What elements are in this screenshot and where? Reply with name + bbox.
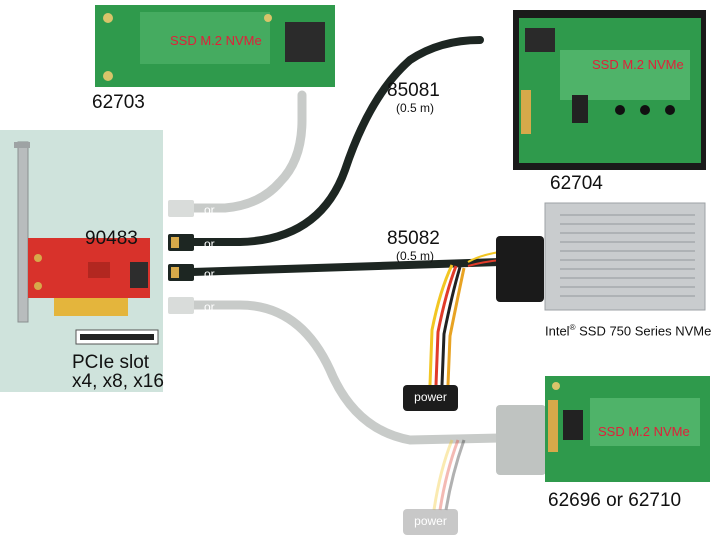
faded-cable-to-62703: [187, 90, 307, 213]
intel-ssd-drive: [544, 202, 706, 311]
u2-connector: [496, 236, 544, 302]
adapter-62704-code: 62704: [550, 173, 603, 194]
adapter-62703-board: [95, 5, 335, 87]
cable-85081: [188, 36, 484, 246]
cable-plugs: [168, 200, 194, 314]
pcie-slot-caption-line1: PCIe slot: [72, 352, 150, 373]
power-connector-top: [403, 385, 458, 411]
cable-85082: [188, 258, 504, 276]
pcie-card-board: [28, 238, 150, 316]
intel-ssd-caption: Intel® SSD 750 Series NVMe: [545, 323, 711, 338]
faded-u2-connector: [496, 405, 546, 475]
adapter-62704-board: [513, 10, 706, 170]
adapter-62696-code: 62696 or 62710: [548, 490, 682, 511]
adapter-62704-slot-text: SSD M.2 NVMe: [592, 57, 684, 72]
adapter-62703-slot-text: SSD M.2 NVMe: [170, 33, 262, 48]
adapter-62703-code: 62703: [92, 92, 145, 113]
or-label-3: or: [204, 267, 215, 281]
or-label-1: or: [204, 203, 215, 217]
intel-ssd-reg-mark: ®: [569, 323, 576, 332]
pcie-slot-caption-line2: x4, x8, x16: [72, 371, 164, 392]
pcie-slot-graphic: [75, 329, 159, 345]
faded-cable-to-62696: [187, 300, 505, 445]
or-label-4: or: [204, 300, 215, 314]
power-label-bottom: power: [414, 514, 447, 528]
pcie-card-code: 90483: [85, 228, 138, 249]
adapter-62696-board: [545, 376, 710, 482]
pcie-bracket: [14, 141, 30, 323]
cable-85082-code: 85082: [387, 228, 440, 249]
power-label-top: power: [414, 390, 447, 404]
power-wires-top: [428, 251, 501, 386]
cable-85081-code: 85081: [387, 80, 440, 101]
adapter-62696-slot-text: SSD M.2 NVMe: [598, 424, 690, 439]
power-wires-bottom: [432, 439, 466, 511]
power-connector-bottom: [403, 509, 458, 535]
intel-ssd-brand: Intel: [545, 323, 570, 339]
cable-85082-length: (0.5 m): [396, 249, 435, 263]
intel-ssd-model: SSD 750 Series NVMe: [575, 323, 712, 339]
or-label-2: or: [204, 237, 215, 251]
cable-85081-length: (0.5 m): [396, 101, 435, 115]
